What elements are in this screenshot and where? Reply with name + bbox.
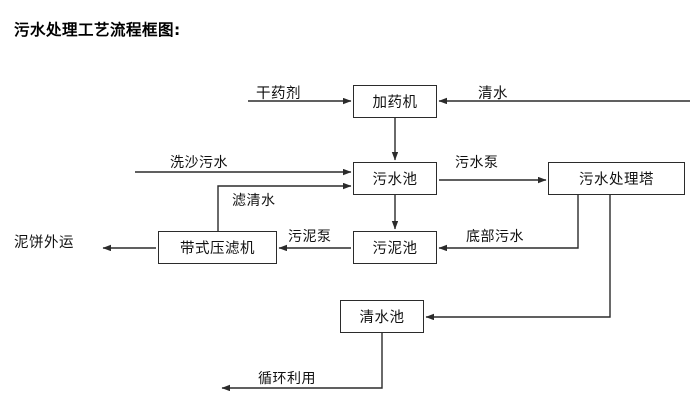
edge-label-recycle-use: 循环利用 bbox=[258, 371, 316, 387]
terminal-mud-cake-output: 泥饼外运 bbox=[14, 235, 74, 251]
terminal-dry-chemical: 干药剂 bbox=[256, 86, 301, 102]
node-sludge-pool[interactable]: 污泥池 bbox=[353, 231, 437, 264]
node-label: 污水处理塔 bbox=[579, 172, 654, 188]
node-dosing-machine[interactable]: 加药机 bbox=[353, 85, 437, 118]
node-label: 污水池 bbox=[372, 172, 418, 188]
edge-label-bottom-sewage: 底部污水 bbox=[466, 229, 524, 245]
terminal-clean-water-input: 清水 bbox=[478, 86, 508, 102]
edge-tower-to-sludge-pool bbox=[438, 195, 579, 252]
node-clear-water-pool[interactable]: 清水池 bbox=[340, 300, 424, 333]
edge-label-sand-wash-sewage: 洗沙污水 bbox=[170, 155, 228, 171]
node-label: 带式压滤机 bbox=[180, 241, 255, 257]
edge-tower-to-clear-pool bbox=[425, 195, 611, 321]
edge-filtered-water-to-sewage-pool bbox=[217, 182, 352, 231]
node-belt-filter-press[interactable]: 带式压滤机 bbox=[158, 231, 277, 264]
page-title: 污水处理工艺流程框图: bbox=[14, 21, 181, 39]
node-sewage-pool[interactable]: 污水池 bbox=[353, 162, 437, 195]
node-label: 清水池 bbox=[359, 310, 405, 326]
edge-label-sewage-pump: 污水泵 bbox=[455, 155, 499, 171]
node-treatment-tower[interactable]: 污水处理塔 bbox=[548, 162, 685, 195]
edge-label-filtered-water: 滤清水 bbox=[232, 193, 276, 209]
edge-clear-pool-to-recycle bbox=[221, 333, 383, 392]
node-label: 加药机 bbox=[372, 95, 418, 111]
edge-label-sludge-pump: 污泥泵 bbox=[288, 229, 332, 245]
node-label: 污泥池 bbox=[372, 241, 418, 257]
